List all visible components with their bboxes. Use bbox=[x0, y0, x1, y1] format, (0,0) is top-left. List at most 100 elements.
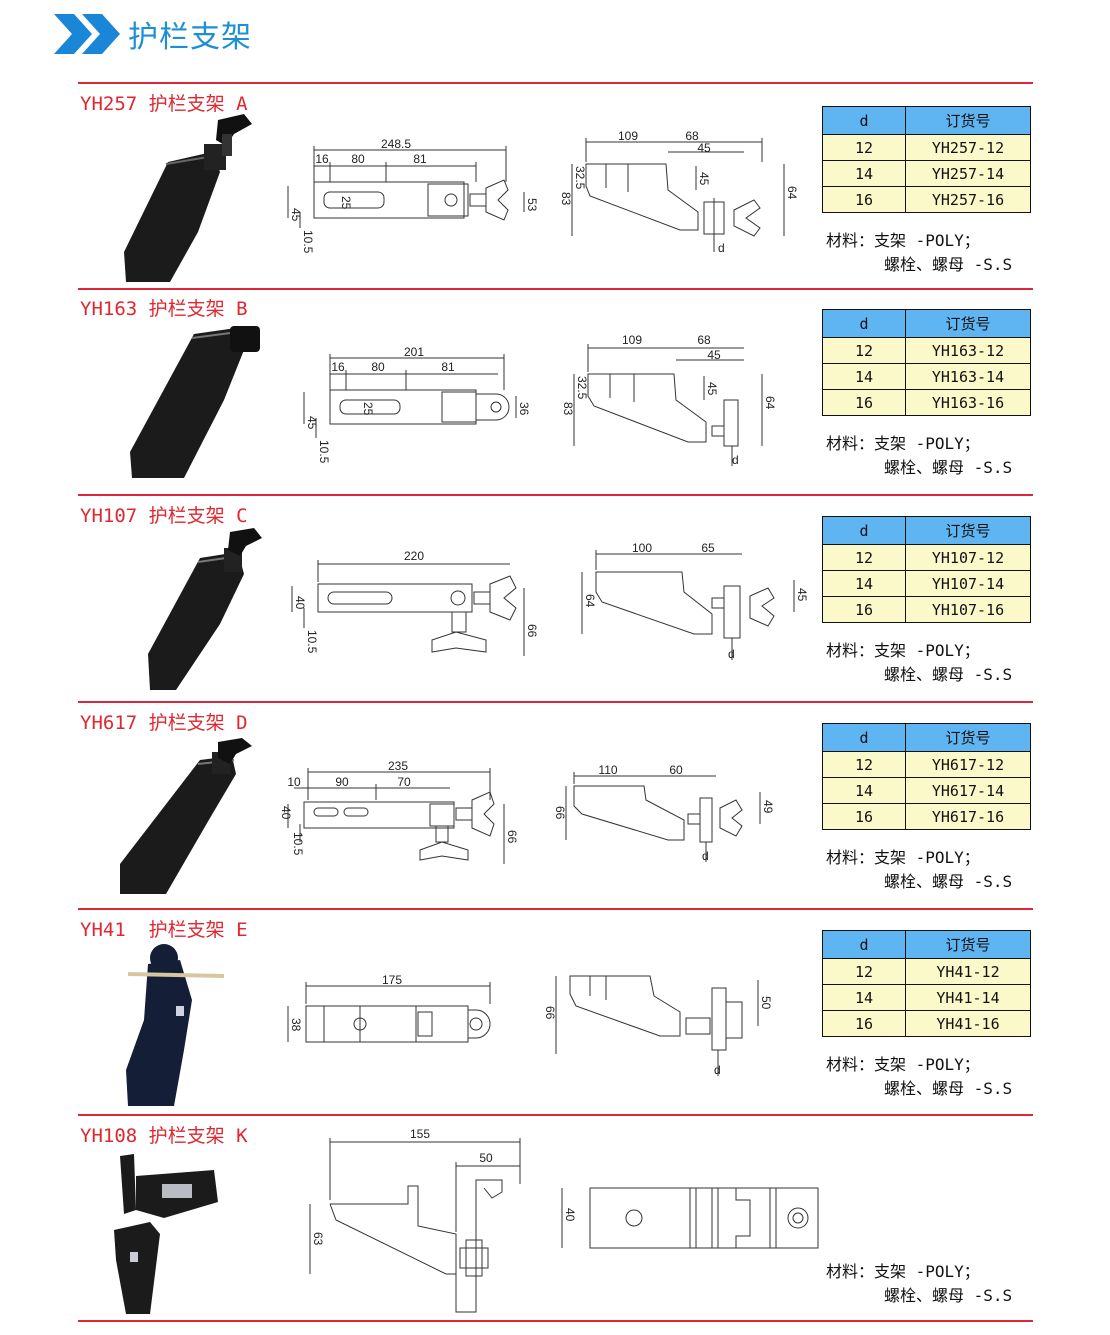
material-note: 材料：支架 -POLY； 螺栓、螺母 -S.S bbox=[826, 641, 1013, 684]
page-header: 护栏支架 bbox=[52, 10, 252, 58]
dim-h3: 45 bbox=[697, 172, 711, 186]
section-title: YH257 护栏支架 A bbox=[80, 93, 248, 115]
material-note: 材料：支架 -POLY； 螺栓、螺母 -S.S bbox=[826, 434, 1013, 477]
dim-h2: 45 bbox=[795, 588, 809, 602]
bracket-e-side-view: 66 50 d bbox=[543, 975, 773, 1077]
dim-total: 220 bbox=[404, 549, 424, 563]
dim-h1: 45 bbox=[289, 208, 303, 222]
header-d: d bbox=[822, 516, 906, 545]
dim-w: 25 bbox=[361, 402, 375, 416]
section-divider bbox=[78, 701, 1033, 703]
dim-b: 60 bbox=[669, 763, 683, 777]
material-note: 材料：支架 -POLY； 螺栓、螺母 -S.S bbox=[826, 1055, 1013, 1098]
bracket-k-top-view: 40 bbox=[561, 1187, 819, 1249]
dim-h3: 45 bbox=[705, 382, 719, 396]
material-note: 材料：支架 -POLY； 螺栓、螺母 -S.S bbox=[826, 848, 1013, 891]
dim-r: 53 bbox=[525, 198, 539, 212]
dim-h2: 10.5 bbox=[301, 230, 315, 254]
dim-c: 81 bbox=[413, 152, 427, 166]
section-divider bbox=[78, 1320, 1033, 1322]
dim-d: d bbox=[702, 849, 709, 863]
dim-total: 235 bbox=[388, 759, 408, 773]
dim-h2: 49 bbox=[761, 800, 775, 814]
section-title: YH107 护栏支架 C bbox=[80, 505, 248, 527]
dim-h1: 40 bbox=[563, 1208, 577, 1222]
dim-b: 68 bbox=[685, 129, 699, 143]
dim-h1: 63 bbox=[311, 1232, 325, 1246]
header-d: d bbox=[822, 106, 906, 135]
bracket-k-photo bbox=[114, 1154, 218, 1314]
header-d: d bbox=[822, 723, 906, 752]
dim-h1: 66 bbox=[543, 1006, 557, 1020]
section-divider bbox=[78, 1114, 1033, 1116]
dim-c: 45 bbox=[707, 348, 721, 362]
dim-r: 66 bbox=[525, 624, 539, 638]
dim-h2: 50 bbox=[759, 996, 773, 1010]
dim-h1: 66 bbox=[553, 806, 567, 820]
bracket-d-photo bbox=[120, 738, 252, 894]
dim-h1: 32.5 bbox=[575, 376, 589, 400]
dim-h2: 10.5 bbox=[305, 630, 319, 654]
dim-h1: 64 bbox=[583, 594, 597, 608]
dim-d: d bbox=[714, 1063, 721, 1077]
section-divider bbox=[78, 288, 1033, 290]
dim-b: 68 bbox=[697, 333, 711, 347]
dim-h1: 40 bbox=[293, 596, 307, 610]
header-order: 订货号 bbox=[905, 106, 1031, 135]
dim-h1: 38 bbox=[289, 1018, 303, 1032]
dim-total: 248.5 bbox=[381, 137, 411, 151]
bracket-e-top-view: 175 38 bbox=[287, 973, 491, 1043]
dim-h1: 32.5 bbox=[573, 166, 587, 190]
dim-total: 175 bbox=[382, 973, 402, 987]
header-d: d bbox=[822, 309, 906, 338]
bracket-b-photo bbox=[130, 326, 260, 478]
dim-a: 10 bbox=[287, 775, 301, 789]
dim-h2: 10.5 bbox=[317, 440, 331, 464]
material-note: 材料：支架 -POLY； 螺栓、螺母 -S.S bbox=[826, 1262, 1013, 1305]
dim-w: 25 bbox=[339, 196, 353, 210]
header-order: 订货号 bbox=[905, 723, 1031, 752]
section-title: YH617 护栏支架 D bbox=[80, 712, 248, 734]
section-title: YH108 护栏支架 K bbox=[80, 1125, 248, 1147]
section-title: YH41 护栏支架 E bbox=[80, 919, 248, 941]
dim-a: 110 bbox=[598, 763, 617, 777]
bracket-b-top-view: 201 16 80 81 45 10.5 25 36 bbox=[303, 345, 531, 464]
dim-c: 70 bbox=[397, 775, 411, 789]
dim-h1: 45 bbox=[305, 416, 319, 430]
dim-a: 155 bbox=[410, 1127, 430, 1141]
dim-r: 66 bbox=[505, 830, 519, 844]
section-divider bbox=[78, 494, 1033, 496]
dim-d: d bbox=[728, 647, 735, 661]
section-divider bbox=[78, 908, 1033, 910]
bracket-a-top-view: 248.5 16 80 81 45 10.5 25 53 bbox=[287, 137, 539, 254]
bracket-a-photo bbox=[124, 114, 252, 282]
dim-b: 80 bbox=[371, 360, 385, 374]
dim-b: 65 bbox=[701, 541, 715, 555]
bracket-c-photo bbox=[148, 528, 262, 690]
section-title: YH163 护栏支架 B bbox=[80, 298, 248, 320]
dim-a: 100 bbox=[632, 541, 652, 555]
dim-h2: 83 bbox=[559, 192, 573, 206]
dim-b: 90 bbox=[335, 775, 349, 789]
dim-total: 201 bbox=[404, 345, 424, 359]
dim-b: 80 bbox=[351, 152, 365, 166]
dim-d: d bbox=[732, 453, 739, 467]
dim-r: 36 bbox=[517, 402, 531, 416]
